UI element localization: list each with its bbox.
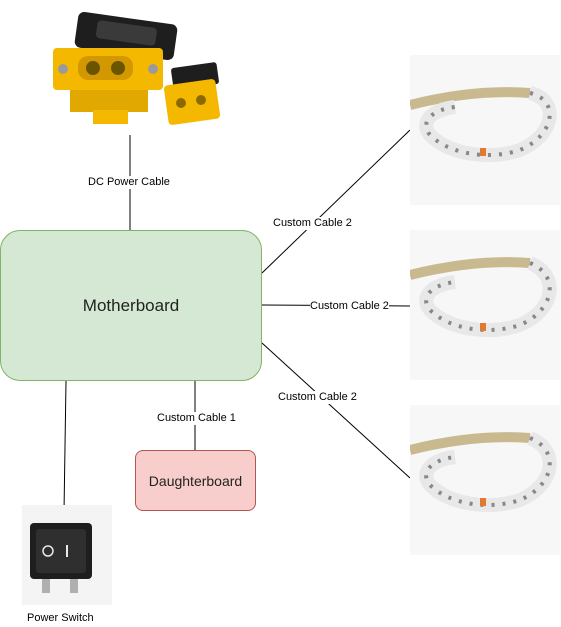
daughterboard-label: Daughterboard xyxy=(148,472,243,489)
edge-custom-bottom xyxy=(261,342,411,479)
led-strip-photo-1 xyxy=(410,55,560,205)
edge-label-custom-2-mid: Custom Cable 2 xyxy=(310,300,389,313)
daughterboard-node[interactable]: Daughterboard xyxy=(135,450,256,511)
motherboard-node[interactable]: Motherboard xyxy=(0,230,262,381)
motherboard-label: Motherboard xyxy=(82,295,180,315)
edge-label-custom-2-bottom: Custom Cable 2 xyxy=(278,391,357,404)
dc-power-connector-photo xyxy=(53,11,221,125)
power-switch-label: Power Switch xyxy=(27,612,94,625)
edge-power-switch xyxy=(63,380,67,513)
power-switch-photo xyxy=(22,505,112,605)
edge-custom-top xyxy=(261,129,411,274)
edge-label-custom-1: Custom Cable 1 xyxy=(157,412,236,425)
edge-label-custom-2-top: Custom Cable 2 xyxy=(273,217,352,230)
edge-label-dc-power: DC Power Cable xyxy=(88,176,170,189)
led-strip-photo-3 xyxy=(410,405,560,555)
led-strip-photo-2 xyxy=(410,230,560,380)
